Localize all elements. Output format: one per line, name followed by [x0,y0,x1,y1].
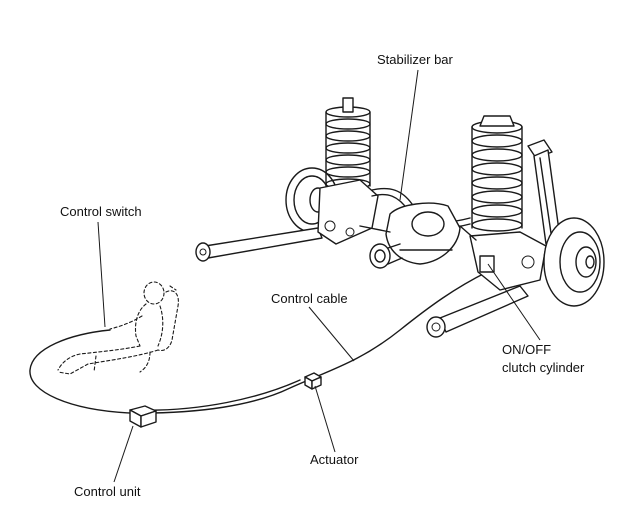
leader-stabilizer-bar [399,69,419,201]
leader-control-switch [97,221,106,328]
leader-clutch-cylinder [487,263,541,341]
label-control-switch: Control switch [60,204,142,219]
driver-seat-figure [57,281,179,375]
label-control-cable: Control cable [271,291,348,306]
label-stabilizer-bar: Stabilizer bar [377,52,453,67]
right-coil-spring [471,115,523,232]
actuator-box [304,372,322,390]
control-unit-box [129,405,157,428]
control-cable [29,271,488,414]
leader-control-cable [308,306,355,362]
label-on-off: ON/OFF [502,342,552,357]
label-control-unit: Control unit [74,484,141,499]
label-clutch-cylinder: clutch cylinder [502,360,585,375]
label-actuator: Actuator [310,452,359,467]
leader-control-unit [113,425,134,483]
left-coil-spring [325,97,371,190]
shock-absorber [527,139,561,245]
rear-suspension-assembly [195,97,605,338]
leader-actuator [314,385,336,453]
